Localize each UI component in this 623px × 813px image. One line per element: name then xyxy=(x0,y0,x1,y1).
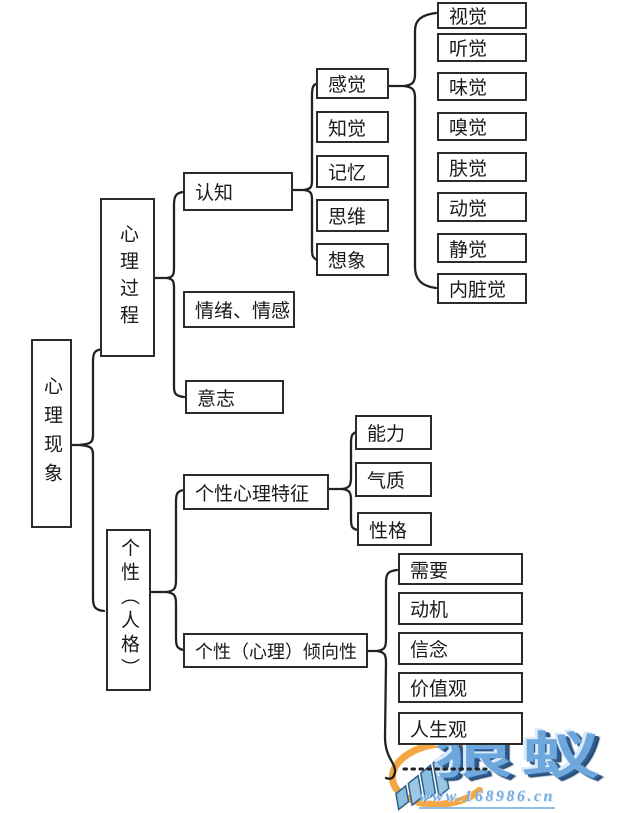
node-perception: 知觉 xyxy=(316,111,389,143)
node-life-outlook: 人生观 xyxy=(398,712,523,745)
logo-bar-chart xyxy=(395,753,450,811)
node-memory: 记忆 xyxy=(316,155,389,188)
node-motivation: 动机 xyxy=(398,592,523,625)
node-personality-tendency: 个性（心理）倾向性 xyxy=(183,633,368,668)
node-psychological-phenomena: 心理现象 xyxy=(31,339,72,528)
brace-personality-to-children xyxy=(148,488,186,652)
brace-sensation-to-senses xyxy=(387,11,438,290)
node-sensation: 感觉 xyxy=(316,68,389,99)
node-cognition: 认知 xyxy=(183,172,293,211)
node-values: 价值观 xyxy=(398,672,523,703)
node-smell: 嗅觉 xyxy=(437,112,527,141)
node-kinesthesia: 动觉 xyxy=(437,192,527,222)
node-temperament: 气质 xyxy=(355,462,432,497)
brace-traits-to-children xyxy=(327,430,360,532)
node-imagination: 想象 xyxy=(316,243,389,276)
watermark: 狼蚁 www.168986.cn xyxy=(383,729,623,813)
node-personality: 个性（人格） xyxy=(106,529,151,691)
node-personality-traits: 个性心理特征 xyxy=(183,474,329,510)
node-emotion-feeling: 情绪、情感 xyxy=(183,291,295,328)
node-belief: 信念 xyxy=(398,632,523,665)
watermark-url-text: www.168986.cn xyxy=(419,788,555,809)
node-hearing: 听觉 xyxy=(437,33,527,62)
node-ability: 能力 xyxy=(355,415,432,450)
brace-process-to-children xyxy=(153,190,186,399)
node-vision: 视觉 xyxy=(437,2,527,29)
node-needs: 需要 xyxy=(398,553,523,585)
node-skin-sense: 肤觉 xyxy=(437,152,527,182)
node-static-sense: 静觉 xyxy=(437,233,527,263)
node-psychological-process: 心理过程 xyxy=(100,198,155,357)
node-taste: 味觉 xyxy=(437,72,527,101)
node-will: 意志 xyxy=(185,380,284,414)
node-visceral-sense: 内脏觉 xyxy=(437,273,527,304)
node-thinking: 思维 xyxy=(316,199,389,232)
brace-cognition-to-children xyxy=(291,82,319,262)
node-character: 性格 xyxy=(357,512,432,546)
brace-root-to-main-branches xyxy=(70,347,106,613)
